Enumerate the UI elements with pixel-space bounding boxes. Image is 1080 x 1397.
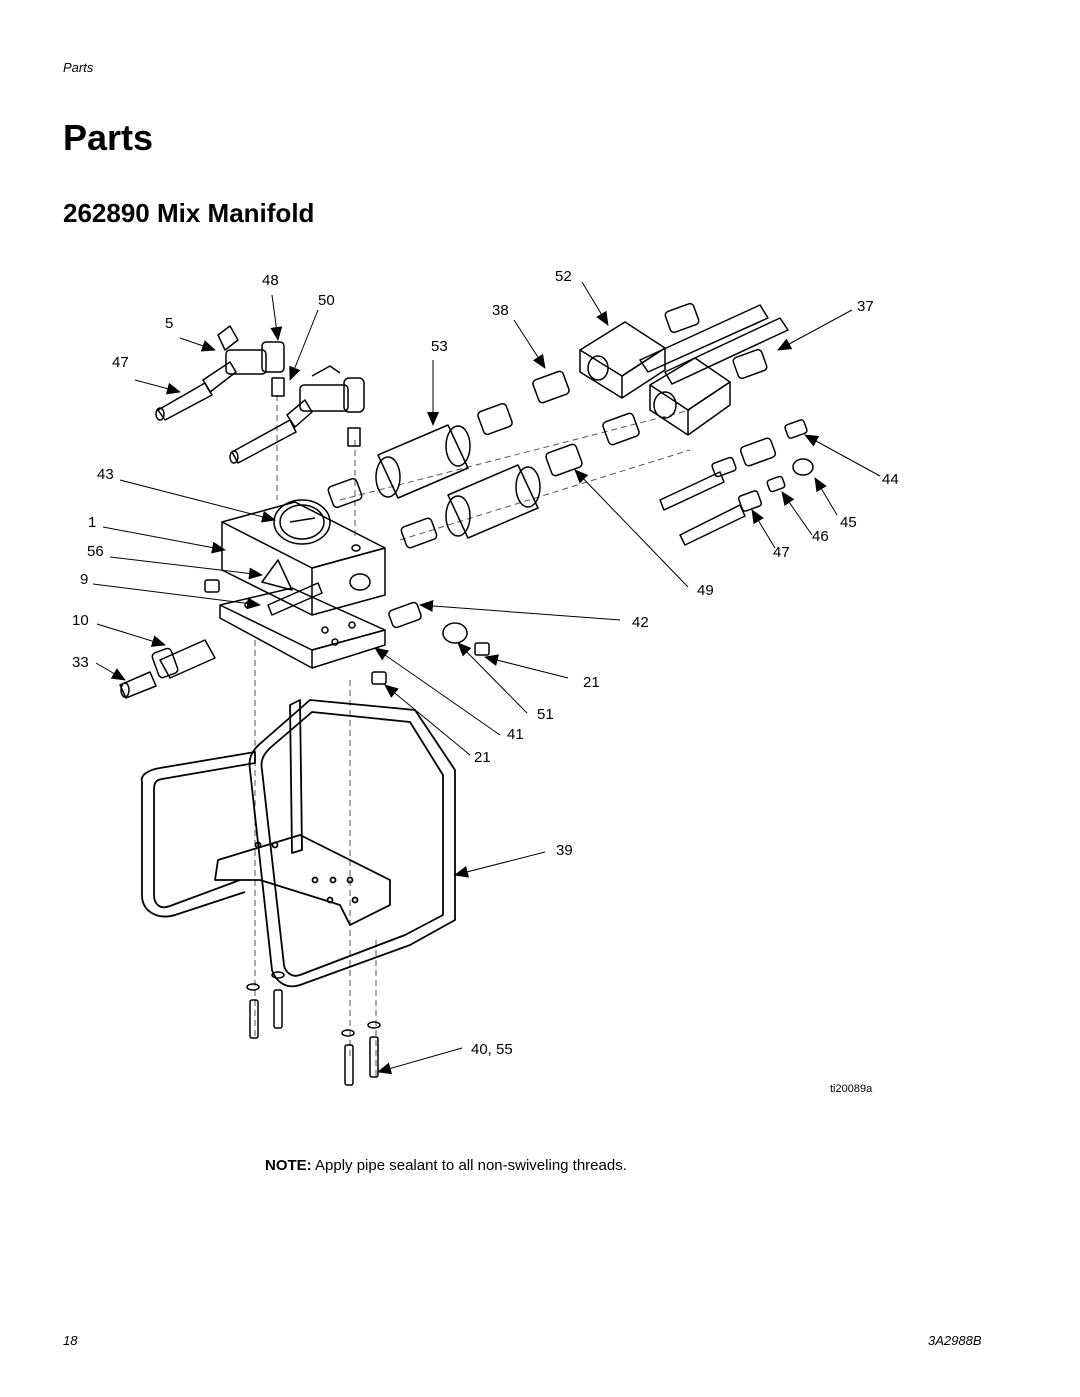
callout-45: 45 [840, 514, 857, 531]
mix-manifold-block [204, 499, 386, 616]
callout-leaders [92, 281, 881, 1075]
callout-46: 46 [812, 528, 829, 545]
callout-33: 33 [72, 654, 89, 671]
callout-9: 9 [80, 571, 89, 588]
mounting-plate [219, 587, 386, 669]
exploded-parts-diagram [92, 281, 881, 1086]
callout-10: 10 [72, 612, 89, 629]
callout-1: 1 [88, 514, 97, 531]
document-number: 3A2988B [928, 1333, 982, 1348]
callout-51: 51 [537, 706, 554, 723]
callout-43: 43 [97, 466, 114, 483]
callout-44: 44 [882, 471, 899, 488]
callout-48: 48 [262, 272, 279, 289]
small-fittings [371, 601, 490, 685]
callout-50: 50 [318, 292, 335, 309]
tube-fittings-right [659, 419, 814, 546]
page-number: 18 [63, 1333, 78, 1348]
hose-fitting-53 [327, 370, 570, 509]
callout-47-left: 47 [112, 354, 129, 371]
hose-fitting-lower [400, 412, 640, 549]
note-text: Apply pipe sealant to all non-swiveling … [315, 1157, 627, 1174]
note-label: NOTE: [265, 1157, 312, 1174]
callout-40-55: 40, 55 [471, 1041, 513, 1058]
section-title: 262890 Mix Manifold [63, 198, 315, 228]
inlet-fittings [119, 639, 216, 699]
callout-21-lower: 21 [474, 749, 491, 766]
callout-49: 49 [697, 582, 714, 599]
valve-block-lower [649, 348, 768, 436]
ball-valve-assembly [155, 325, 365, 464]
callout-42: 42 [632, 614, 649, 631]
callout-41: 41 [507, 726, 524, 743]
cart-frame [140, 699, 456, 988]
note: NOTE: Apply pipe sealant to all non-swiv… [265, 1157, 627, 1174]
page-title: Parts [63, 117, 154, 158]
valve-block-upper [579, 302, 789, 399]
figure-id: ti20089a [830, 1083, 873, 1095]
mounting-bolts [246, 971, 381, 1086]
callout-37: 37 [857, 298, 874, 315]
callout-56: 56 [87, 543, 104, 560]
running-header: Parts [63, 60, 94, 75]
callout-38: 38 [492, 302, 509, 319]
callout-5: 5 [165, 315, 174, 332]
callout-53: 53 [431, 338, 448, 355]
callout-47-right: 47 [773, 544, 790, 561]
callout-21-upper: 21 [583, 674, 600, 691]
callout-52: 52 [555, 268, 572, 285]
callout-39: 39 [556, 842, 573, 859]
